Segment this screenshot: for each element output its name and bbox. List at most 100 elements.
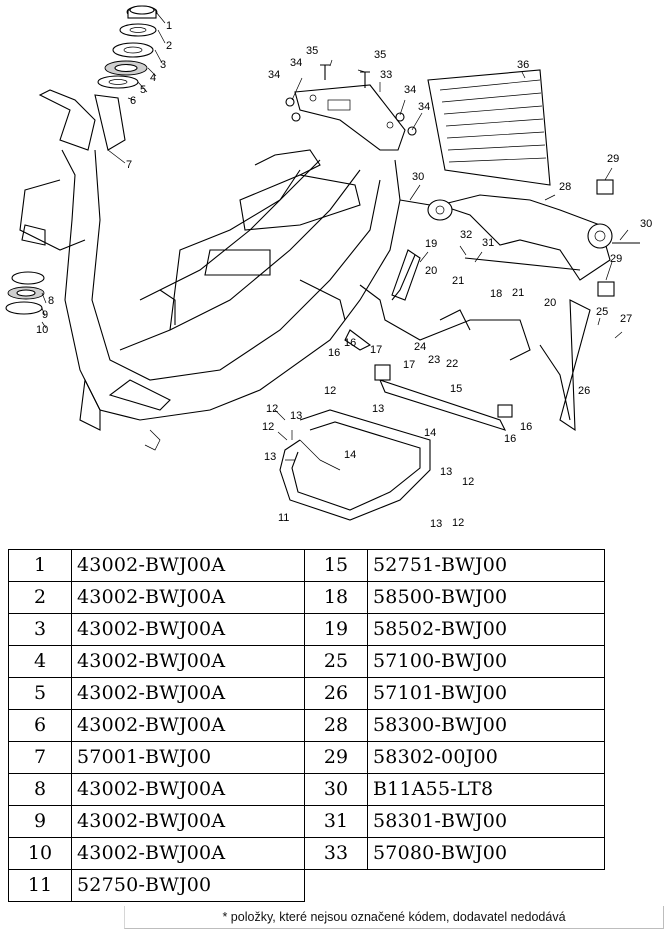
- callout-16b: 16: [344, 337, 356, 349]
- callout-12c: 12: [324, 385, 336, 397]
- callout-13a: 13: [290, 410, 302, 422]
- callout-18: 18: [490, 288, 502, 300]
- part-code: 43002-BWJ00A: [71, 645, 305, 678]
- part-code: 52751-BWJ00: [367, 549, 605, 582]
- part-number: 18: [304, 581, 368, 614]
- part-code: 58301-BWJ00: [367, 805, 605, 838]
- part-number: 3: [8, 613, 72, 646]
- part-number: 8: [8, 773, 72, 806]
- callout-3: 3: [160, 59, 166, 71]
- callout-31: 31: [482, 237, 494, 249]
- callout-34d: 34: [418, 101, 430, 113]
- callout-1: 1: [166, 20, 172, 32]
- part-code: 43002-BWJ00A: [71, 773, 305, 806]
- callout-labels: 1 2 3 4 5 6 7 8 9 10 11 12 12 12 12 12 1…: [36, 20, 652, 530]
- callout-23: 23: [428, 354, 440, 366]
- callout-14b: 14: [424, 427, 436, 439]
- part-code: 58302-00J00: [367, 741, 605, 774]
- side-stand: [539, 299, 591, 432]
- part-code: 57100-BWJ00: [367, 645, 605, 678]
- part-code: 43002-BWJ00A: [71, 613, 305, 646]
- callout-25: 25: [596, 306, 608, 318]
- part-number: 30: [304, 773, 368, 806]
- callout-30b: 30: [640, 218, 652, 230]
- part-code: 52750-BWJ00: [71, 869, 305, 902]
- part-number: 28: [304, 709, 368, 742]
- callout-21b: 21: [512, 287, 524, 299]
- callout-33: 33: [380, 69, 392, 81]
- part-code: 58300-BWJ00: [367, 709, 605, 742]
- part-code: 43002-BWJ00A: [71, 677, 305, 710]
- bumper-plate: [427, 69, 551, 186]
- part-code: 43002-BWJ00A: [71, 709, 305, 742]
- callout-12e: 12: [452, 517, 464, 529]
- callout-10: 10: [36, 324, 48, 336]
- rear-bracket: [285, 64, 417, 151]
- callout-13e: 13: [430, 518, 442, 530]
- callout-34b: 34: [290, 57, 302, 69]
- part-code: 43002-BWJ00A: [71, 837, 305, 870]
- callout-30a: 30: [412, 171, 424, 183]
- part-number: 2: [8, 581, 72, 614]
- exploded-frame-diagram: 1 2 3 4 5 6 7 8 9 10 11 12 12 12 12 12 1…: [5, 5, 652, 530]
- step-bar: [374, 364, 513, 431]
- steering-bearing-stack-top: [97, 5, 158, 89]
- part-number: 25: [304, 645, 368, 678]
- part-number: 7: [8, 741, 72, 774]
- part-code: 43002-BWJ00A: [71, 581, 305, 614]
- bumper-guard: [279, 409, 431, 521]
- part-number: 9: [8, 805, 72, 838]
- callout-27: 27: [620, 313, 632, 325]
- callout-16c: 16: [520, 421, 532, 433]
- callout-20b: 20: [544, 297, 556, 309]
- callout-20a: 20: [425, 265, 437, 277]
- part-number: 33: [304, 837, 368, 870]
- callout-21a: 21: [452, 275, 464, 287]
- callout-12a: 12: [266, 403, 278, 415]
- callout-34c: 34: [404, 84, 416, 96]
- part-number: 26: [304, 677, 368, 710]
- callout-11: 11: [278, 512, 289, 524]
- part-code: 57080-BWJ00: [367, 837, 605, 870]
- callout-13c: 13: [372, 403, 384, 415]
- callout-12d: 12: [462, 476, 474, 488]
- callout-36: 36: [517, 59, 529, 71]
- callout-13d: 13: [440, 466, 452, 478]
- callout-17b: 17: [403, 359, 415, 371]
- leader-lines: [41, 11, 629, 461]
- callout-2: 2: [166, 40, 172, 52]
- part-code: 57001-BWJ00: [71, 741, 305, 774]
- engine-hanger: [399, 179, 640, 297]
- part-number: 1: [8, 549, 72, 582]
- main-frame: [19, 89, 401, 451]
- part-code: 43002-BWJ00A: [71, 549, 305, 582]
- callout-16d: 16: [504, 433, 516, 445]
- callout-12b: 12: [262, 421, 274, 433]
- callout-6: 6: [130, 95, 136, 107]
- callout-34a: 34: [268, 69, 280, 81]
- part-code: B11A55-LT8: [367, 773, 605, 806]
- callout-15: 15: [450, 383, 462, 395]
- callout-32: 32: [460, 229, 472, 241]
- part-number: 31: [304, 805, 368, 838]
